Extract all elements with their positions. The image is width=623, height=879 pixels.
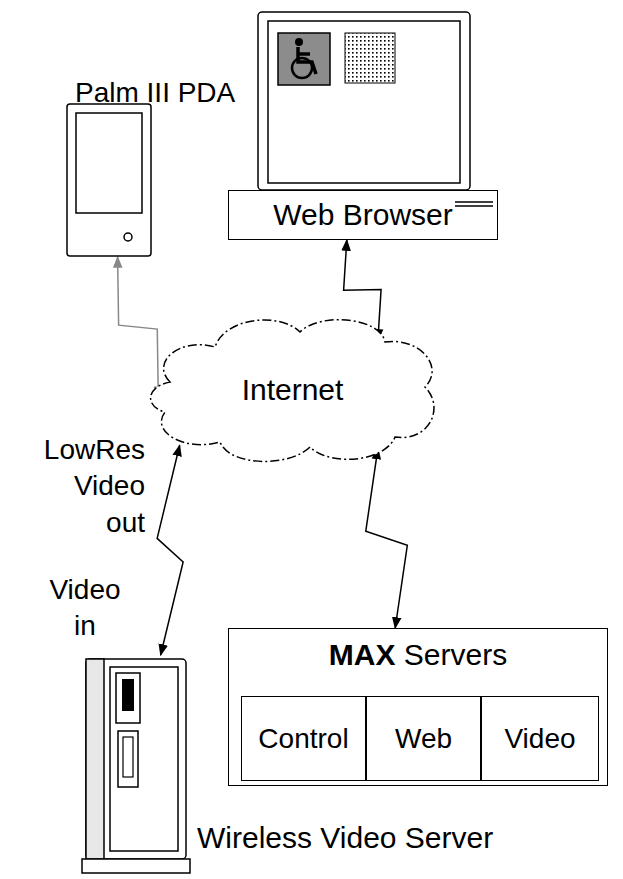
drawing-part <box>76 113 142 213</box>
drawing-part <box>110 667 178 851</box>
browser-box: Web Browser <box>228 190 498 240</box>
node-label: Wireless Video Server <box>197 820 493 856</box>
wireless-link <box>157 445 183 655</box>
node-label: MAX Servers <box>229 637 607 673</box>
drawing-part <box>123 737 133 777</box>
drawing-part <box>116 673 140 723</box>
node-label: Web Browser <box>273 197 453 233</box>
wheelchair-head <box>295 38 303 46</box>
drawing-part <box>118 731 138 787</box>
monitor-screen <box>268 21 460 183</box>
pda-device: Palm III PDA <box>66 103 152 257</box>
server-group: MAX ServersControl Web Video <box>228 628 608 786</box>
dotted-icon <box>345 33 395 83</box>
drive-slot <box>455 202 493 206</box>
monitor-housing <box>258 12 470 190</box>
node-label: Video <box>504 722 575 756</box>
drawing-part <box>122 679 134 711</box>
link-label: LowRes Video out <box>35 432 145 541</box>
wheelchair-wheel <box>292 58 312 78</box>
wireless-link <box>118 257 159 397</box>
drawing-part <box>67 104 151 256</box>
drawing-part <box>124 233 132 241</box>
wheelchair-icon <box>278 33 330 85</box>
drawing-part <box>151 320 434 462</box>
node-label: Palm III PDA <box>75 76 235 110</box>
tower-outline <box>80 655 192 875</box>
server-cell: Web <box>366 696 481 781</box>
server-cell: Control <box>241 696 366 781</box>
drawing-part: MAX <box>329 638 396 671</box>
drawing-part <box>86 659 186 859</box>
node-label: Control <box>258 722 348 756</box>
node-label: Web <box>395 722 452 756</box>
wireless-link <box>366 448 408 628</box>
palm-outline <box>66 103 152 257</box>
network-cloud: Internet <box>140 312 445 467</box>
signal-label: Video in <box>40 572 130 645</box>
server-cell: Video <box>481 696 599 781</box>
video-server-tower: Wireless Video Server <box>80 655 192 875</box>
drawing-part <box>86 659 104 859</box>
drawing-part <box>82 859 190 873</box>
node-label: Internet <box>242 372 344 408</box>
